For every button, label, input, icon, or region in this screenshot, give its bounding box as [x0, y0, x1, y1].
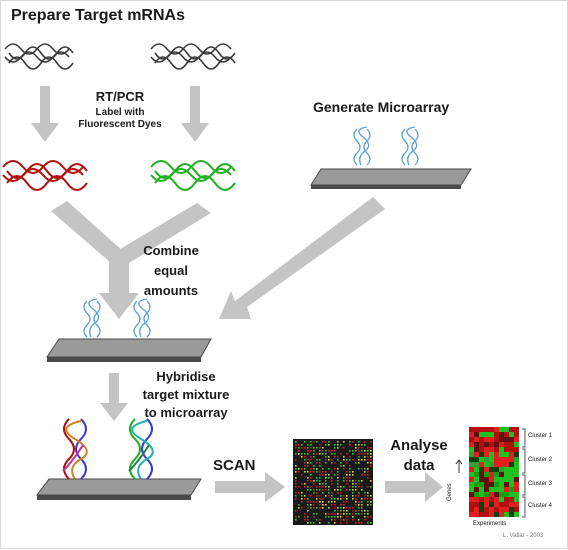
arrow-analyse [385, 472, 443, 502]
dna-strand-black-right [150, 43, 236, 70]
arrow-down-left [31, 86, 59, 142]
dna-strand-black-left [4, 43, 74, 70]
dna-strand-green [150, 160, 236, 191]
label-hybridise-2: target mixture [142, 387, 230, 402]
label-genes: Genes [447, 483, 453, 501]
label-credit: L. Vallar - 2003 [503, 533, 544, 539]
arrow-combine-right [117, 203, 211, 263]
label-cluster-4: Cluster 4 [528, 503, 553, 509]
label-cluster-2: Cluster 2 [528, 457, 553, 463]
microarray-slide-generated [310, 126, 472, 189]
microarray-slide-hybridised [36, 418, 202, 500]
label-label-with: Label with [95, 107, 145, 118]
label-generate-microarray: Generate Microarray [313, 99, 450, 115]
arrow-hybridise-down [100, 373, 128, 421]
label-scan: SCAN [213, 457, 256, 474]
arrow-down-right [181, 86, 209, 142]
label-analyse-1: Analyse [390, 437, 448, 454]
label-combine-2: equal [154, 263, 188, 278]
title-prepare-target: Prepare Target mRNAs [11, 7, 185, 24]
arrow-combine-stem [99, 253, 139, 319]
label-rtpcr: RT/PCR [95, 89, 145, 104]
dna-strand-red [2, 160, 88, 191]
microarray-slide-combined [46, 298, 212, 362]
arrow-scan [215, 472, 285, 502]
arrow-combine-left [51, 201, 123, 263]
label-analyse-2: data [403, 457, 435, 474]
label-experiments: Experiments [473, 521, 507, 527]
label-combine-3: amounts [143, 283, 199, 298]
label-combine-1: Combine [143, 243, 199, 258]
arrow-array-to-slide [219, 197, 385, 319]
cluster-heatmap [455, 427, 526, 518]
arrows [31, 86, 443, 502]
label-cluster-1: Cluster 1 [528, 433, 553, 439]
label-fluorescent-dyes: Fluorescent Dyes [78, 119, 162, 130]
label-cluster-3: Cluster 3 [528, 481, 553, 487]
label-hybridise-3: to microarray [144, 405, 228, 420]
scan-image [293, 439, 373, 525]
label-hybridise-1: Hybridise [156, 369, 216, 384]
